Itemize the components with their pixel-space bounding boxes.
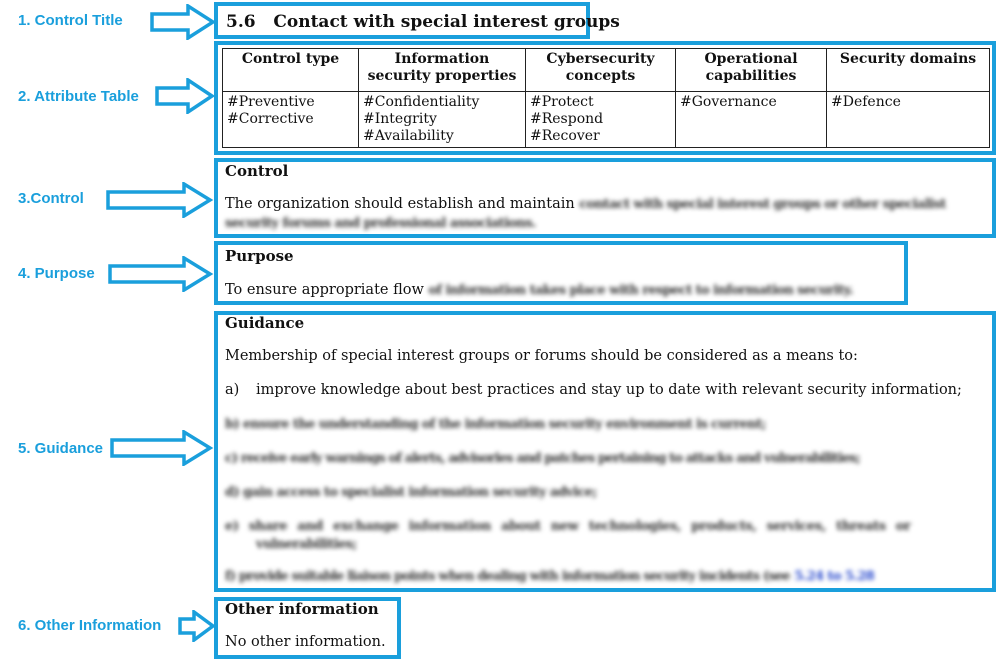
attribute-table: Control type Information security proper… [222,48,990,148]
other-information-text: No other information. [225,634,386,650]
cell-control-type: #Preventive #Corrective [222,91,359,148]
control-section-box [214,158,996,238]
guidance-heading: Guidance [225,314,305,332]
arrow-right-icon [110,430,214,466]
annotation-label-control-title: 1. Control Title [18,12,123,29]
annotation-label-purpose: 4. Purpose [18,265,95,282]
cell-operational-capabilities: #Governance [675,91,827,148]
annotation-label-control: 3.Control [18,190,84,207]
control-title: Contact with special interest groups [273,12,620,32]
annotation-label-attribute-table: 2. Attribute Table [18,88,139,105]
control-text-blurred: contact with special interest groups or … [579,197,946,212]
purpose-heading: Purpose [225,247,294,265]
arrow-right-icon [108,256,214,292]
guidance-item-f-reference-link[interactable]: 5.24 to 5.28 [794,569,875,584]
guidance-item-b-blurred: b) ensure the understanding of the infor… [225,417,766,432]
guidance-item-marker: a) [225,382,240,398]
control-text: The organization should establish and ma… [225,196,575,212]
arrow-right-icon [106,182,214,218]
header-operational-capabilities: Operational capabilities [675,48,827,92]
annotation-label-guidance: 5. Guidance [18,440,104,457]
guidance-item-d-blurred: d) gain access to specialist information… [225,485,597,500]
control-text-blurred-2: security forums and professional associa… [225,216,536,231]
control-title-box: 5.6 Contact with special interest groups [214,2,620,39]
guidance-item-e-blurred: e) share and exchange information about … [225,519,911,534]
purpose-text: To ensure appropriate flow [225,282,424,298]
arrow-right-icon [150,4,216,40]
purpose-text-blurred: of information takes place with respect … [428,283,854,298]
cell-cybersecurity-concepts: #Protect #Respond #Recover [525,91,676,148]
annotation-label-other-information: 6. Other Information [18,617,162,634]
guidance-item-e-blurred-2: vulnerabilities; [256,537,357,552]
arrow-right-icon [178,610,216,642]
control-heading: Control [225,162,289,180]
guidance-item-f-blurred: f) provide suitable liaison points when … [225,569,791,584]
arrow-right-icon [155,78,215,114]
guidance-section-box [214,311,996,592]
guidance-item-a: improve knowledge about best practices a… [256,382,962,398]
table-header-row: Control type Information security proper… [222,48,990,92]
attribute-table-box [214,41,996,155]
cell-security-domains: #Defence [826,91,990,148]
header-security-domains: Security domains [826,48,990,92]
cell-information-security-properties: #Confidentiality #Integrity #Availabilit… [358,91,526,148]
control-number: 5.6 [226,12,256,32]
purpose-section-box [214,241,908,305]
guidance-item-c-blurred: c) receive early warnings of alerts, adv… [225,451,861,466]
table-row: #Preventive #Corrective #Confidentiality… [222,91,990,148]
header-control-type: Control type [222,48,359,92]
header-cybersecurity-concepts: Cybersecurity concepts [525,48,676,92]
other-information-box [214,597,401,659]
header-information-security-properties: Information security properties [358,48,526,92]
guidance-intro: Membership of special interest groups or… [225,348,858,364]
other-information-heading: Other information [225,600,379,618]
